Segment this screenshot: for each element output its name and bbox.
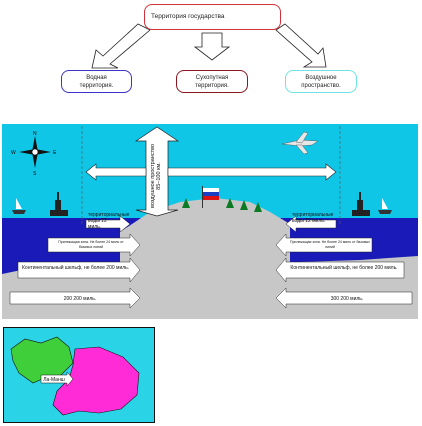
left-shelf-arrow: [17, 257, 141, 283]
territory-root-label: Территория государства: [151, 13, 225, 20]
sovereignty-scene: N S W E: [2, 124, 418, 319]
air-arrow-right: [167, 163, 337, 181]
jet-icon: [281, 131, 319, 155]
left-contiguous-arrow: [47, 233, 141, 257]
map-land-green: [10, 336, 74, 384]
right-eez-arrow: [275, 287, 413, 309]
right-shelf-label: Континентальный шельф, не более 200 миль…: [290, 265, 398, 271]
sailboat-icon-right: [378, 198, 392, 214]
map-label: Ла-Манш: [43, 377, 65, 383]
flag-blue: [203, 192, 219, 196]
tree-icon: [254, 202, 262, 212]
compass-s: S: [33, 171, 37, 177]
compass-w: W: [11, 150, 16, 156]
land-territory-box: Сухопутная территория.: [176, 70, 248, 93]
compass-e: E: [53, 150, 57, 156]
compass-icon: [19, 136, 51, 168]
warship-icon-left: [50, 192, 68, 216]
tree-icon: [182, 198, 190, 208]
right-eez-label: 300 200 миль.: [330, 296, 364, 302]
territory-root-box: Территория государства: [144, 4, 281, 30]
right-territorial-arrow: [285, 215, 337, 233]
right-contiguous-arrow: [275, 233, 373, 257]
flag-white: [203, 188, 219, 192]
left-shelf-label: Континентальный шельф, не более 200 миль…: [22, 265, 130, 271]
warship-icon-right: [352, 192, 370, 216]
tree-icon: [226, 198, 234, 208]
airspace-label: Воздушное пространство.: [301, 74, 341, 89]
water-territory-label: Водная территория.: [79, 74, 114, 89]
sailboat-icon-left: [12, 198, 26, 214]
arrow-right: [275, 23, 327, 68]
land-territory-label: Сухопутная территория.: [195, 74, 229, 89]
compass-n: N: [33, 131, 37, 137]
map-channel-arrow: [40, 371, 74, 387]
water-territory-box: Водная территория.: [61, 70, 132, 93]
left-eez-arrow: [9, 287, 141, 309]
left-territorial-arrow: [85, 215, 131, 233]
left-territorial-label: территориальные воды 12 миль.: [88, 212, 130, 230]
channel-map: [3, 327, 155, 423]
arrow-middle: [193, 32, 231, 61]
right-shelf-arrow: [275, 257, 405, 283]
airspace-box: Воздушное пространство.: [285, 70, 357, 93]
land-mass: [120, 198, 290, 319]
tree-icon: [240, 200, 248, 210]
air-arrow-left: [85, 163, 147, 181]
right-territorial-label: территориальные воды 12 миль.: [292, 212, 334, 224]
airspace-arrow: [134, 126, 180, 217]
airspace-vertical-label: воздушное пространство 85–100 км.: [150, 143, 162, 209]
hierarchy-arrows: [91, 23, 327, 69]
left-eez-label: 200 200 миль.: [63, 296, 97, 302]
flag-pole: [202, 186, 203, 208]
flag-red: [203, 196, 219, 200]
right-contiguous-label: Прилежащая зона. Не более 24 миль от баз…: [290, 240, 370, 249]
left-contiguous-label: Прилежащая зона. Не более 24 миль от баз…: [58, 240, 124, 249]
arrow-left: [91, 23, 151, 69]
